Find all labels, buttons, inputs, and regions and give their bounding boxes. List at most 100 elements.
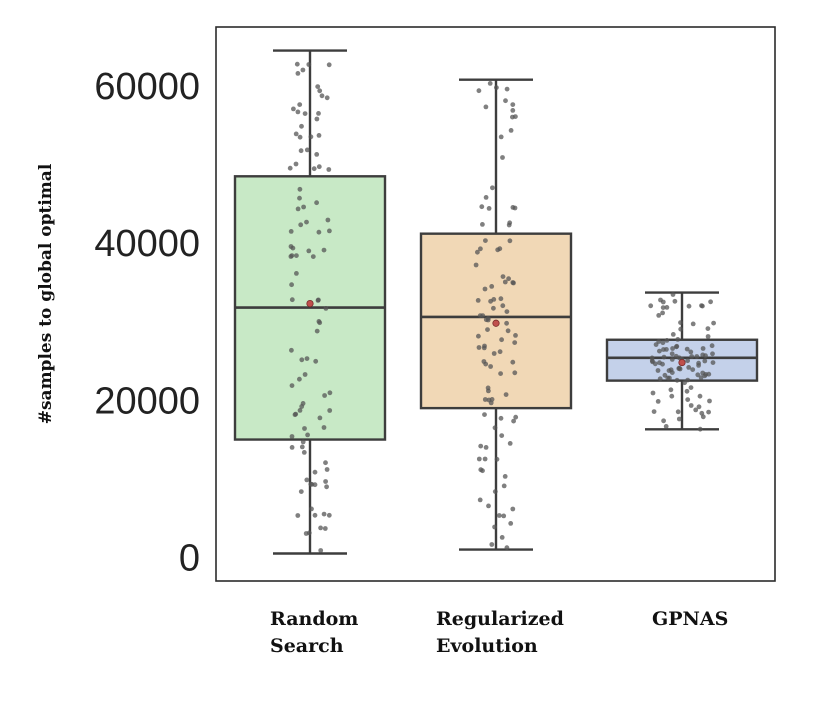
sample-point bbox=[656, 313, 662, 318]
sample-point bbox=[302, 111, 308, 116]
sample-point bbox=[482, 412, 487, 417]
sample-point bbox=[293, 161, 299, 167]
sample-point bbox=[510, 114, 515, 120]
x-tick-label: Evolution bbox=[436, 635, 538, 657]
sample-point bbox=[498, 371, 503, 376]
sample-point bbox=[501, 513, 507, 519]
sample-point bbox=[312, 512, 318, 518]
sample-point bbox=[483, 445, 489, 450]
sample-point bbox=[698, 375, 704, 380]
sample-point bbox=[661, 354, 667, 360]
sample-point bbox=[481, 345, 487, 351]
sample-point bbox=[502, 474, 508, 479]
sample-point bbox=[499, 433, 505, 438]
sample-point bbox=[696, 404, 702, 410]
sample-point bbox=[321, 511, 327, 517]
sample-point bbox=[326, 512, 332, 518]
sample-point bbox=[482, 286, 488, 292]
sample-point bbox=[500, 155, 505, 160]
sample-point bbox=[504, 309, 510, 314]
sample-point bbox=[326, 62, 332, 68]
sample-point bbox=[324, 95, 330, 101]
sample-point bbox=[308, 481, 314, 487]
sample-point bbox=[512, 370, 518, 376]
sample-point bbox=[304, 219, 309, 225]
sample-point bbox=[317, 88, 323, 94]
sample-point bbox=[300, 67, 306, 73]
sample-point bbox=[294, 253, 299, 258]
sample-point bbox=[709, 343, 715, 349]
sample-point bbox=[648, 303, 654, 309]
sample-point bbox=[489, 542, 495, 547]
sample-point bbox=[304, 477, 310, 483]
sample-point bbox=[492, 524, 497, 530]
sample-point bbox=[316, 229, 322, 235]
sample-point bbox=[295, 513, 301, 518]
sample-point bbox=[289, 383, 295, 388]
sample-point bbox=[486, 503, 491, 509]
sample-point bbox=[315, 298, 321, 303]
sample-point bbox=[652, 361, 658, 367]
y-tick-label: 40000 bbox=[94, 223, 200, 265]
sample-point bbox=[498, 296, 504, 302]
sample-point bbox=[289, 282, 294, 288]
sample-point bbox=[513, 333, 518, 338]
sample-point bbox=[669, 393, 675, 399]
sample-point bbox=[668, 387, 674, 393]
sample-point bbox=[676, 416, 682, 422]
sample-point bbox=[298, 222, 304, 228]
sample-point bbox=[491, 305, 496, 311]
sample-point bbox=[658, 297, 663, 303]
sample-point bbox=[289, 297, 295, 303]
sample-point bbox=[327, 228, 332, 234]
sample-point bbox=[322, 526, 328, 531]
sample-point bbox=[306, 62, 312, 67]
sample-point bbox=[670, 346, 675, 351]
x-tick-label: Search bbox=[270, 635, 344, 657]
sample-point bbox=[499, 337, 504, 343]
sample-point bbox=[669, 370, 675, 375]
sample-point bbox=[295, 71, 301, 76]
sample-point bbox=[503, 98, 508, 104]
sample-point bbox=[485, 327, 490, 332]
sample-point bbox=[312, 482, 318, 488]
sample-point bbox=[323, 460, 328, 466]
sample-point bbox=[661, 347, 666, 352]
sample-point bbox=[318, 525, 323, 531]
sample-point bbox=[694, 354, 700, 359]
sample-point bbox=[690, 321, 696, 327]
sample-point bbox=[495, 247, 501, 253]
sample-point bbox=[674, 377, 680, 383]
x-tick-label: GPNAS bbox=[652, 608, 728, 630]
sample-point bbox=[314, 200, 319, 206]
sample-point bbox=[703, 372, 709, 377]
sample-point bbox=[686, 303, 692, 309]
sample-point bbox=[700, 414, 706, 420]
sample-point bbox=[302, 426, 307, 431]
sample-point bbox=[669, 351, 675, 357]
sample-point bbox=[481, 359, 487, 364]
sample-point bbox=[702, 358, 708, 364]
sample-point bbox=[294, 271, 299, 276]
sample-point bbox=[288, 254, 294, 259]
sample-point bbox=[697, 393, 703, 399]
sample-point bbox=[504, 86, 510, 92]
sample-point bbox=[685, 397, 691, 402]
sample-point bbox=[297, 376, 302, 382]
sample-point bbox=[287, 165, 293, 171]
sample-point bbox=[660, 305, 666, 310]
x-tick-label: Regularized bbox=[436, 608, 564, 630]
sample-point bbox=[291, 106, 296, 112]
sample-point bbox=[513, 414, 519, 420]
sample-point bbox=[660, 340, 666, 346]
sample-point bbox=[674, 343, 680, 349]
sample-point bbox=[486, 206, 492, 211]
sample-point bbox=[299, 123, 304, 129]
sample-point bbox=[501, 483, 507, 489]
sample-point bbox=[657, 348, 662, 354]
sample-point bbox=[327, 408, 333, 413]
sample-point bbox=[326, 167, 332, 172]
sample-point bbox=[297, 408, 303, 413]
sample-point bbox=[313, 358, 319, 364]
sample-point bbox=[684, 388, 690, 394]
